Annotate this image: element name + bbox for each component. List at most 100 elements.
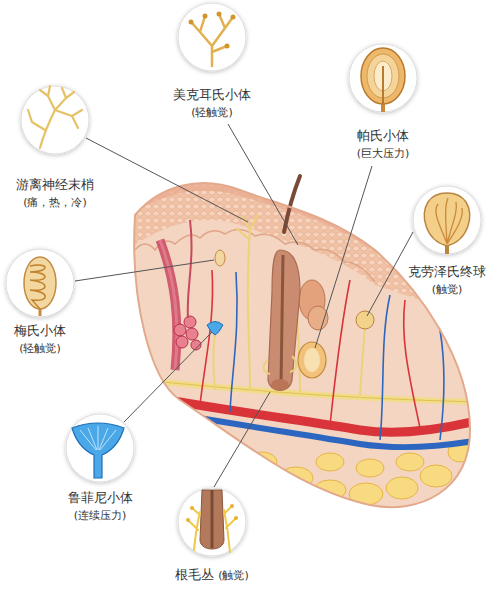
skin-section	[386, 477, 418, 499]
receptor-function: (巨大压力)	[357, 145, 410, 163]
receptor-inset	[436, 198, 462, 244]
receptor-inset	[28, 86, 82, 148]
receptor-inset	[190, 506, 194, 510]
receptor-inset	[186, 490, 238, 552]
skin-section	[200, 270, 444, 440]
label-wrap: 克劳泽氏终球(触觉)	[408, 263, 486, 299]
receptor-name: 游离神经末梢	[16, 176, 94, 194]
label-wrap: 游离神经末梢(痛，热，冷)	[16, 176, 94, 212]
receptor-inset	[189, 12, 236, 67]
receptor-inset	[188, 506, 236, 552]
skin-section	[186, 328, 198, 340]
skin-section	[264, 356, 297, 374]
skin-section	[100, 150, 500, 550]
inset-circle	[349, 44, 417, 112]
skin-section	[174, 316, 201, 350]
skin-section	[356, 311, 374, 329]
receptor-function: (触觉)	[408, 281, 486, 299]
skin-section	[188, 220, 192, 318]
receptor-inset	[231, 15, 236, 20]
skin-section	[298, 342, 326, 378]
receptor-inset	[24, 257, 56, 316]
circle-space	[2, 249, 78, 322]
receptor-inset	[80, 426, 116, 450]
skin-section	[356, 459, 384, 477]
skin-section	[176, 336, 188, 348]
receptor-inset	[234, 516, 238, 520]
circle-space	[171, 488, 253, 564]
receptor-inset	[225, 44, 230, 49]
skin-section	[213, 335, 215, 390]
skin-section	[184, 316, 196, 328]
receptor-inset	[361, 48, 405, 112]
skin-section	[304, 348, 320, 372]
receptor-inset	[217, 12, 222, 17]
receptor-inset	[381, 104, 385, 112]
skin-section	[360, 325, 365, 398]
inset-circle	[6, 3, 481, 556]
receptor-label: 梅氏小体(轻触觉)	[2, 249, 78, 358]
inset-circle	[6, 249, 74, 317]
receptor-inset	[186, 504, 238, 522]
skin-section	[140, 380, 480, 402]
receptor-name: 根毛丛	[175, 567, 214, 582]
receptor-label: 根毛丛(触觉)	[171, 488, 253, 585]
skin-section	[404, 300, 420, 428]
leader-line	[86, 138, 248, 222]
inset-circle	[178, 3, 246, 71]
receptor-inset	[230, 504, 234, 508]
receptor-inset	[72, 423, 124, 478]
skin-section	[120, 160, 420, 300]
leader-line	[228, 124, 298, 245]
receptor-inset	[186, 518, 190, 522]
receptor-inset	[72, 423, 124, 478]
leader-line	[367, 232, 413, 316]
receptor-inset	[424, 193, 469, 246]
receptor-inset	[189, 20, 194, 25]
receptor-label: 游离神经末梢(痛，热，冷)	[12, 86, 98, 212]
receptor-inset	[28, 86, 82, 148]
skin-section	[215, 250, 225, 266]
inset-circle	[178, 488, 246, 556]
receptor-inset	[39, 309, 42, 316]
receptor-inset	[191, 14, 233, 66]
skin-section	[330, 280, 350, 425]
receptor-inset	[361, 48, 405, 104]
receptor-function: (轻触觉)	[173, 104, 251, 122]
circle-space	[345, 44, 421, 127]
receptor-function: (连续压力)	[68, 507, 133, 525]
skin-section	[140, 380, 480, 402]
leader-line	[124, 332, 212, 422]
circle-space	[12, 86, 98, 176]
circle-space	[404, 186, 490, 263]
receptor-function: (痛，热，冷)	[16, 194, 94, 212]
receptor-name: 梅氏小体	[14, 322, 66, 340]
skin-section	[420, 465, 452, 487]
receptor-inset	[382, 66, 384, 104]
skin-section	[308, 306, 328, 330]
label-wrap: 鲁菲尼小体(连续压力)	[68, 489, 133, 525]
receptor-inset	[445, 246, 449, 254]
receptor-inset	[24, 257, 56, 309]
skin-section	[316, 453, 344, 471]
leader-line	[315, 166, 372, 348]
skin-section	[160, 240, 177, 370]
inset-circle	[66, 414, 134, 482]
skin-section	[213, 214, 365, 398]
label-wrap: 美克耳氏小体(轻触觉)	[173, 86, 251, 122]
receptor-name: 帕氏小体	[357, 127, 410, 145]
receptor-name: 克劳泽氏终球	[408, 263, 486, 281]
skin-section	[140, 408, 480, 447]
skin-section	[207, 322, 223, 336]
receptor-label: 美克耳氏小体(轻触觉)	[169, 3, 255, 122]
skin-section	[100, 150, 500, 550]
label-wrap: 帕氏小体(巨大压力)	[357, 127, 410, 163]
skin-section	[281, 255, 283, 385]
receptor-inset	[203, 14, 208, 19]
skin-section	[230, 272, 237, 412]
skin-section	[380, 295, 390, 440]
receptor-inset	[424, 193, 469, 254]
skin-section	[160, 240, 177, 370]
label-wrap: 梅氏小体(轻触觉)	[14, 322, 66, 358]
